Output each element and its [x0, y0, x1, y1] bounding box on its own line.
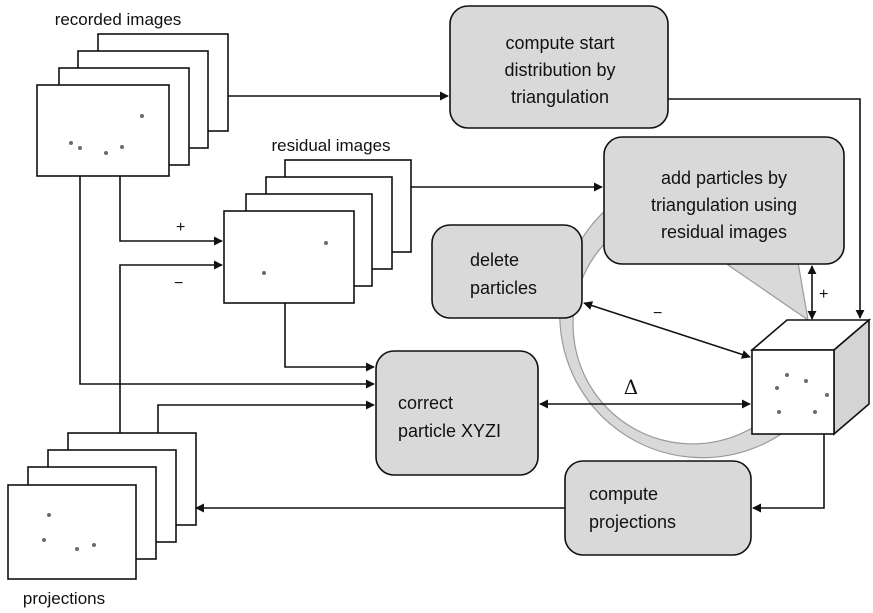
- compute-projections-line-1: compute: [589, 484, 658, 504]
- particle-volume-cube: [749, 318, 872, 436]
- delete-particles-line-1: delete: [470, 250, 519, 270]
- delete-particles-box: [431, 224, 583, 319]
- minus-delete-sign: −: [653, 305, 662, 322]
- correct-particle-line-1: correct: [398, 393, 453, 413]
- residual-images-stack: [223, 159, 412, 304]
- arrow-recorded-to-residual: [119, 176, 223, 246]
- recorded-images-stack: [36, 33, 229, 177]
- residual-images-label: residual images: [271, 136, 390, 155]
- arrow-projections-to-residual: [119, 260, 223, 433]
- recorded-image-front: [36, 84, 170, 177]
- add-particles-line-3: residual images: [661, 222, 787, 242]
- delete-particles-line-2: particles: [470, 278, 537, 298]
- plus-volume-sign: +: [819, 286, 828, 303]
- add-particles-box: [603, 136, 845, 265]
- add-particles-line-2: triangulation using: [651, 195, 797, 215]
- arrow-delete-volume: [583, 301, 751, 359]
- projections-stack: [7, 432, 197, 580]
- plus-residual-sign: +: [176, 219, 185, 236]
- compute-projections-box: [564, 460, 752, 556]
- add-particles-line-1: add particles by: [661, 168, 787, 188]
- projections-label: projections: [23, 589, 105, 608]
- projection-image-front: [7, 484, 137, 580]
- arrow-start-to-volume: [668, 98, 865, 319]
- compute-start-line-1: compute start: [505, 33, 614, 53]
- delta-symbol: Δ: [624, 375, 638, 399]
- arrow-projections-to-correct: [157, 400, 375, 433]
- compute-start-line-2: distribution by: [504, 60, 615, 80]
- compute-start-line-3: triangulation: [511, 87, 609, 107]
- correct-particle-box: [375, 350, 539, 476]
- recorded-images-label: recorded images: [55, 10, 182, 29]
- arrow-volume-to-projections: [752, 434, 825, 513]
- minus-residual-sign: −: [174, 275, 183, 292]
- arrow-residual-to-correct: [284, 303, 375, 372]
- compute-start-box: [449, 5, 669, 129]
- arrow-recorded-to-correct: [79, 176, 375, 389]
- compute-projections-line-2: projections: [589, 512, 676, 532]
- connectors: [79, 91, 865, 513]
- residual-image-front: [223, 210, 355, 304]
- correct-particle-line-2: particle XYZI: [398, 421, 501, 441]
